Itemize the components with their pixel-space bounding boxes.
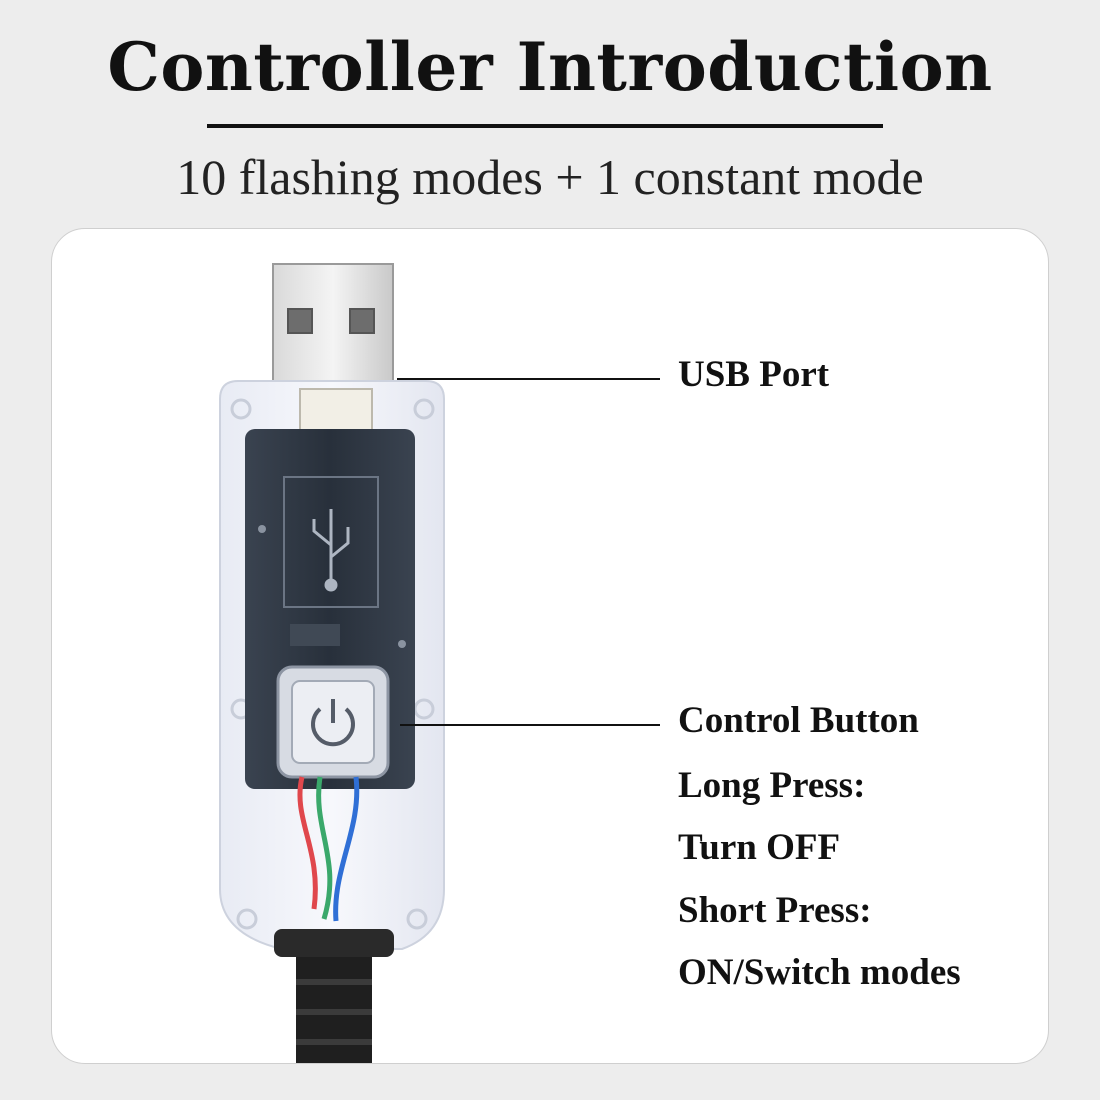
long-press-label: Long Press: — [678, 765, 866, 806]
product-card: USB Port Control Button Long Press: Turn… — [51, 228, 1049, 1064]
control-button — [276, 665, 390, 779]
rgb-wires — [297, 776, 360, 922]
usb-plug — [272, 263, 394, 395]
control-button-label: Control Button — [678, 700, 919, 741]
turn-off-label: Turn OFF — [678, 827, 841, 868]
page-subtitle: 10 flashing modes + 1 constant mode — [176, 149, 924, 205]
power-icon — [311, 699, 355, 747]
page-title: Controller Introduction — [107, 28, 993, 106]
usb-symbol-icon — [312, 509, 350, 592]
usb-port-label: USB Port — [678, 354, 830, 395]
short-press-label: Short Press: — [678, 890, 872, 931]
on-switch-modes-label: ON/Switch modes — [678, 952, 961, 993]
title-underline — [207, 124, 883, 128]
controller-illustration — [219, 263, 660, 1063]
cable — [274, 929, 394, 1063]
